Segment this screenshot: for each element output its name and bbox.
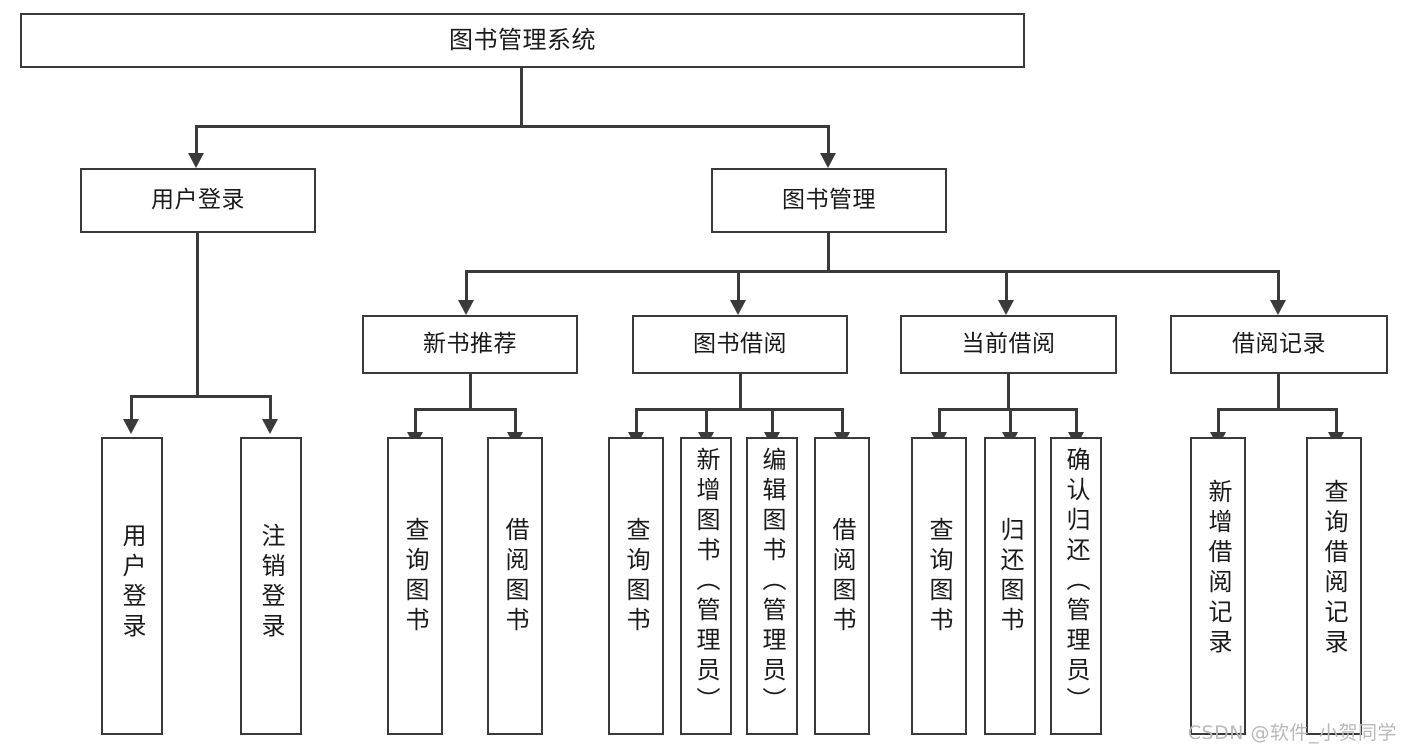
node-root-system[interactable]: 图书管理系统 [20,13,1025,68]
node-查询借阅记录-leaf-12-label: 查询借阅记录 [1320,479,1348,659]
edge-root-bus [196,125,829,128]
edge-group-2-bus [939,408,1076,411]
edge-root-drop-right [827,125,830,153]
edge-group-2-stem [1007,374,1010,408]
node-用户登录-leaf-0[interactable]: 用户登录 [101,437,163,735]
node-查询借阅记录-leaf-12[interactable]: 查询借阅记录 [1306,437,1362,735]
arrow-to-user-login [188,153,204,168]
node-当前借阅-l3-2[interactable]: 当前借阅 [900,315,1117,374]
edge-group-1-drop-0 [635,408,638,432]
node-当前借阅-l3-2-label: 当前借阅 [961,330,1056,357]
edge-group-1-drop-2 [771,408,774,432]
node-编辑图书管理员-leaf-6-label: 编辑图书（管理员） [758,447,786,717]
edge-group-0-drop-1 [514,408,517,432]
node-归还图书-leaf-9-label: 归还图书 [996,517,1024,637]
node-查询图书-leaf-4[interactable]: 查询图书 [608,437,664,735]
node-新书推荐-l3-0[interactable]: 新书推荐 [362,315,578,374]
node-编辑图书管理员-leaf-6[interactable]: 编辑图书（管理员） [746,437,798,735]
node-借阅图书-leaf-3[interactable]: 借阅图书 [487,437,543,735]
edge-group-3-drop-0 [1217,408,1220,432]
edge-bookmgmt-drop-3 [1277,270,1280,300]
edge-group-2-drop-2 [1075,408,1078,432]
edge-login-drop-1 [269,395,272,419]
edge-group-0-drop-0 [414,408,417,432]
arrow-login-leaf-1 [262,419,278,434]
node-注销登录-leaf-1[interactable]: 注销登录 [240,437,302,735]
node-查询图书-leaf-8-label: 查询图书 [925,517,953,637]
edge-login-stem [196,233,199,396]
node-确认归还管理员-leaf-10[interactable]: 确认归还（管理员） [1050,437,1102,735]
edge-group-3-drop-1 [1335,408,1338,432]
arrow-login-leaf-0 [123,419,139,434]
node-借阅图书-leaf-7-label: 借阅图书 [828,517,856,637]
node-图书借阅-l3-1-label: 图书借阅 [693,330,787,357]
node-新增借阅记录-leaf-11-label: 新增借阅记录 [1204,479,1232,659]
node-新增图书管理员-leaf-5[interactable]: 新增图书（管理员） [680,437,732,735]
edge-group-3-stem [1277,374,1280,408]
node-确认归还管理员-leaf-10-label: 确认归还（管理员） [1062,447,1090,717]
edge-bookmgmt-bus [466,270,1280,273]
edge-bookmgmt-drop-1 [737,270,740,300]
edge-login-bus [131,395,271,398]
node-图书管理-l2-1-label: 图书管理 [782,186,876,213]
edge-root-stem [520,68,523,126]
arrow-bookmgmt-child-0 [458,300,474,315]
node-图书管理-l2-1[interactable]: 图书管理 [711,168,947,233]
node-注销登录-leaf-1-label: 注销登录 [257,523,285,643]
edge-bookmgmt-drop-0 [465,270,468,300]
edge-bookmgmt-stem [827,233,830,271]
node-新增借阅记录-leaf-11[interactable]: 新增借阅记录 [1190,437,1246,735]
node-查询图书-leaf-4-label: 查询图书 [622,517,650,637]
edge-group-1-drop-1 [705,408,708,432]
node-借阅图书-leaf-7[interactable]: 借阅图书 [814,437,870,735]
node-查询图书-leaf-2[interactable]: 查询图书 [387,437,443,735]
node-归还图书-leaf-9[interactable]: 归还图书 [984,437,1036,735]
node-用户登录-l2-0[interactable]: 用户登录 [80,168,316,233]
arrow-to-book-mgmt [820,153,836,168]
edge-bookmgmt-drop-2 [1005,270,1008,300]
edge-login-drop-0 [130,395,133,419]
node-查询图书-leaf-8[interactable]: 查询图书 [911,437,967,735]
arrow-bookmgmt-child-2 [998,300,1014,315]
arrow-bookmgmt-child-3 [1270,300,1286,315]
node-借阅记录-l3-3-label: 借阅记录 [1232,330,1326,357]
node-新增图书管理员-leaf-5-label: 新增图书（管理员） [692,447,720,717]
edge-group-3-bus [1218,408,1336,411]
node-用户登录-l2-0-label: 用户登录 [151,186,245,213]
node-新书推荐-l3-0-label: 新书推荐 [423,330,517,357]
edge-group-1-bus [636,408,842,411]
node-图书借阅-l3-1[interactable]: 图书借阅 [632,315,848,374]
node-借阅记录-l3-3[interactable]: 借阅记录 [1170,315,1388,374]
node-借阅图书-leaf-3-label: 借阅图书 [501,517,529,637]
edge-group-2-drop-0 [938,408,941,432]
edge-group-0-bus [415,408,515,411]
arrow-bookmgmt-child-1 [730,300,746,315]
edge-group-1-drop-3 [841,408,844,432]
node-查询图书-leaf-2-label: 查询图书 [401,517,429,637]
node-用户登录-leaf-0-label: 用户登录 [118,523,146,643]
edge-group-0-stem [469,374,472,408]
edge-root-drop-left [195,125,198,153]
edge-group-2-drop-1 [1009,408,1012,432]
edge-group-1-stem [739,374,742,408]
node-root-system-label: 图书管理系统 [449,26,596,55]
